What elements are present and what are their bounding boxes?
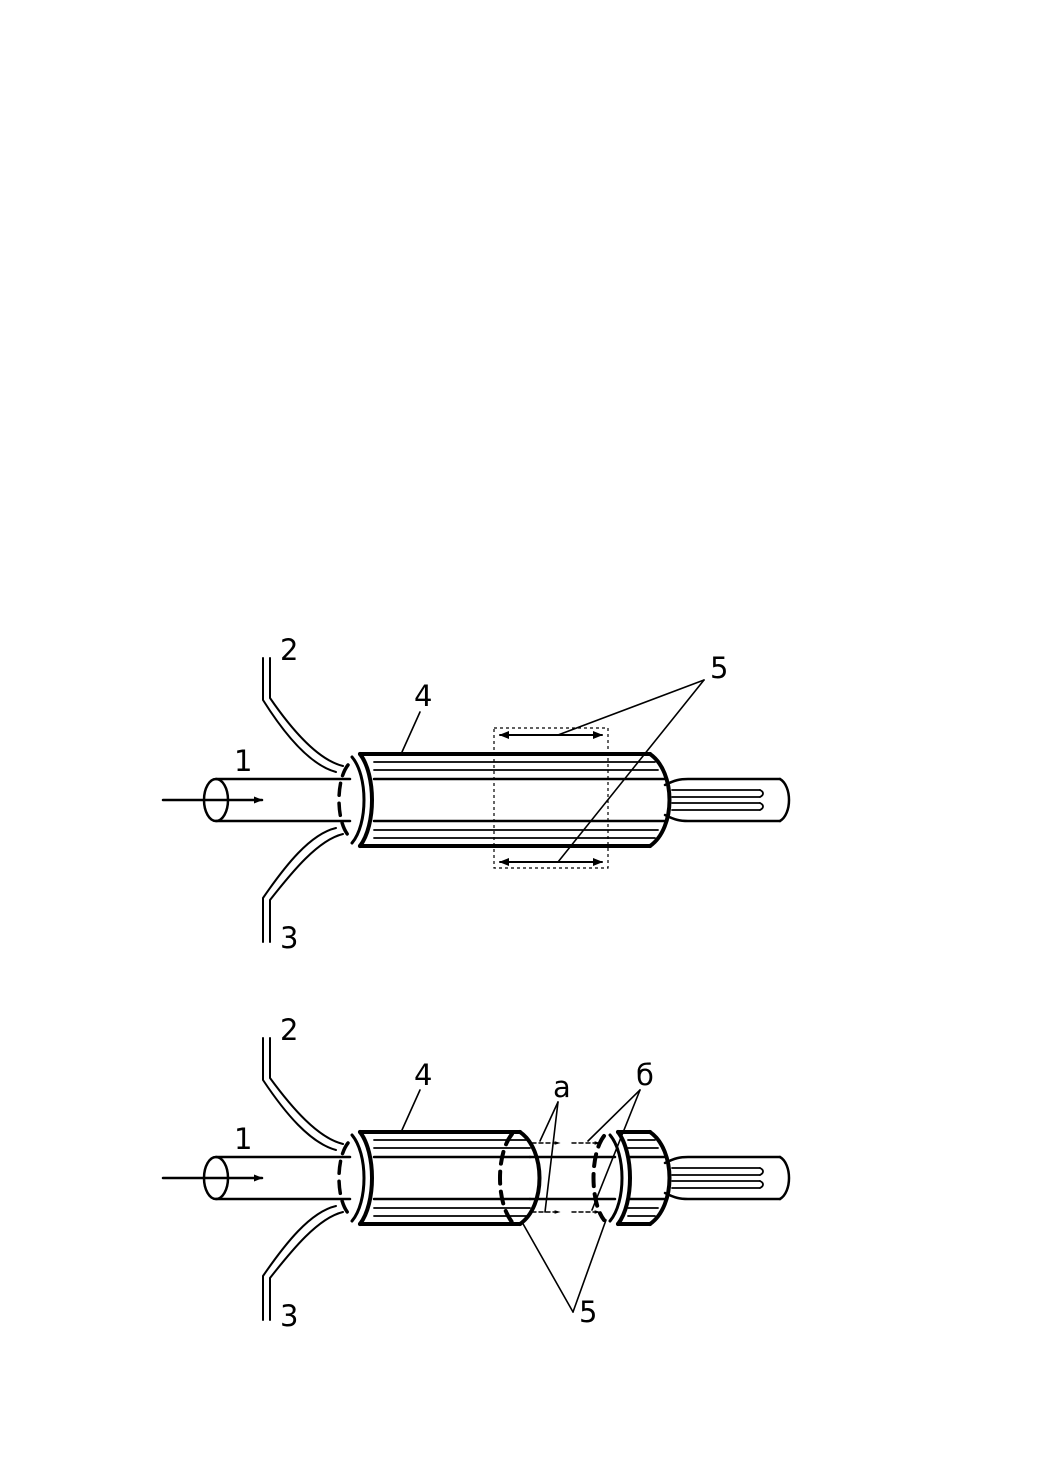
label-fiber-3-lower: 3 <box>280 1299 298 1333</box>
region-5-marker <box>493 727 609 869</box>
figure-lower: 2 4 а б 1 5 3 <box>161 1013 791 1333</box>
fiber-2-lead <box>262 657 344 773</box>
label-fiber-1-lower: 1 <box>234 1122 252 1156</box>
label-region-5-lower: 5 <box>579 1295 597 1329</box>
label-fiber-3: 3 <box>280 921 298 955</box>
label-sleeve-4: 4 <box>414 679 432 713</box>
output-fiber <box>663 777 791 823</box>
fiber-1-tube-lower <box>202 1141 617 1215</box>
figure-upper: 2 4 5 1 3 <box>161 633 791 955</box>
leader-lines-lower <box>401 1089 641 1313</box>
label-fiber-1: 1 <box>234 744 252 778</box>
sleeve-segment-right <box>591 1130 672 1226</box>
fiber-3-lead-lower <box>262 1205 344 1321</box>
output-fiber-lower <box>663 1155 791 1201</box>
label-sleeve-4-lower: 4 <box>414 1058 432 1092</box>
gap-arrows-a <box>531 1141 561 1214</box>
label-fiber-2-lower: 2 <box>280 1013 298 1047</box>
leader-lines-upper <box>401 679 705 863</box>
label-fiber-2: 2 <box>280 633 298 667</box>
label-region-5: 5 <box>710 651 728 685</box>
fiber-3-lead <box>262 827 344 943</box>
label-gap-a: а <box>553 1070 571 1104</box>
sleeve-4 <box>350 752 672 848</box>
label-gap-b: б <box>636 1058 654 1092</box>
sleeve-4-lower <box>350 1130 542 1226</box>
gap-arrows-b <box>571 1141 601 1214</box>
fiber-2-lead-lower <box>262 1037 344 1151</box>
